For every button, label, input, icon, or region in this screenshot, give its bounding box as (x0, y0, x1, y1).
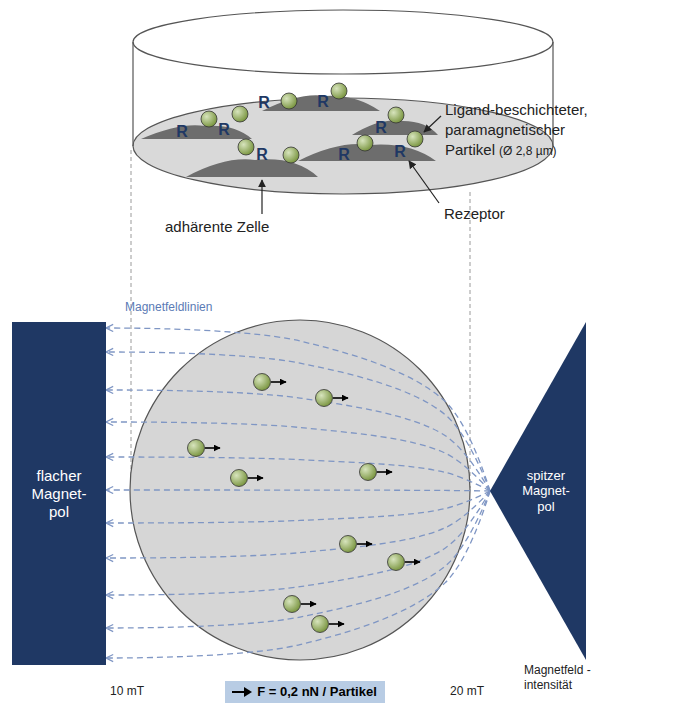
force-arrow (377, 471, 392, 473)
field-line (106, 491, 490, 658)
particle (316, 390, 333, 407)
node-label: F = 0,2 nN / Partikel (257, 684, 377, 700)
field-line (106, 328, 490, 491)
force-arrow (271, 381, 286, 383)
receptor-label: R (258, 93, 270, 113)
receptor-label: R (317, 92, 329, 112)
callout-text: (Ø 2,8 µm) (499, 144, 557, 158)
annotation-label: Magnetfeldlinien (125, 300, 212, 315)
flat-magnet-pole: flacher Magnet- pol (12, 322, 106, 665)
leader-line (261, 180, 262, 214)
particle (238, 139, 254, 155)
pointed-magnet-pole: spitzer Magnet- pol (490, 322, 586, 660)
force-arrow (329, 623, 344, 625)
force-arrow (205, 447, 220, 449)
receptor-label: R (256, 145, 268, 165)
annotation-label: adhärente Zelle (165, 218, 269, 237)
force-particles (188, 374, 421, 633)
particle (331, 83, 347, 99)
force-arrow (301, 603, 316, 605)
field-line (106, 352, 490, 491)
particle (281, 93, 297, 109)
pole-triangle (490, 322, 586, 660)
callout-group: Ligand-beschichteter, paramagnetischer P… (445, 100, 627, 160)
receptor-label: R (338, 145, 350, 165)
field-line (106, 390, 490, 491)
leader-lines (262, 116, 441, 214)
node-label: flacher Magnet- pol (23, 467, 95, 521)
leader-line (424, 116, 441, 132)
particle (407, 131, 423, 147)
node-label: spitzer Magnet- pol (516, 468, 576, 515)
receptor-label: R (176, 122, 188, 142)
projection-line (131, 150, 132, 488)
particle (188, 440, 205, 457)
arrow-head (244, 687, 252, 697)
particle (360, 464, 377, 481)
force-arrow (405, 561, 420, 563)
annotation-label: 20 mT (450, 684, 484, 699)
field-line (106, 490, 490, 491)
particle (254, 374, 271, 391)
cell-shape (186, 159, 318, 177)
receptor-label: R (375, 118, 387, 138)
particle (232, 106, 248, 122)
particle (312, 616, 329, 633)
particle (231, 470, 248, 487)
force-arrow (248, 477, 263, 479)
force-arrow (333, 397, 348, 399)
projection-line (470, 192, 471, 488)
receptor-label: R (394, 142, 406, 162)
force-arrow (231, 686, 253, 698)
field-line (106, 457, 490, 491)
particle (283, 147, 299, 163)
cell-shape (141, 125, 252, 139)
field-line (106, 491, 490, 523)
field-line (106, 491, 490, 595)
receptor-label: R (218, 120, 230, 140)
annotation-label: 10 mT (110, 684, 144, 699)
field-line (106, 422, 490, 491)
dish-particles (201, 83, 423, 163)
dish-rim (133, 10, 553, 74)
annotation-label: Rezeptor (444, 205, 505, 224)
particle (340, 536, 357, 553)
particle (388, 107, 404, 123)
field-line (106, 491, 490, 628)
particle (284, 596, 301, 613)
annotation-label: Magnetfeld - intensität (524, 663, 608, 693)
force-arrow (357, 543, 372, 545)
force-box: F = 0,2 nN / Partikel (225, 681, 385, 703)
particle (201, 111, 217, 127)
particle (357, 135, 373, 151)
arrow-shaft (232, 691, 245, 693)
field-line (106, 491, 490, 558)
particle (388, 554, 405, 571)
leader-line (409, 161, 439, 203)
dish-wall (132, 42, 133, 146)
